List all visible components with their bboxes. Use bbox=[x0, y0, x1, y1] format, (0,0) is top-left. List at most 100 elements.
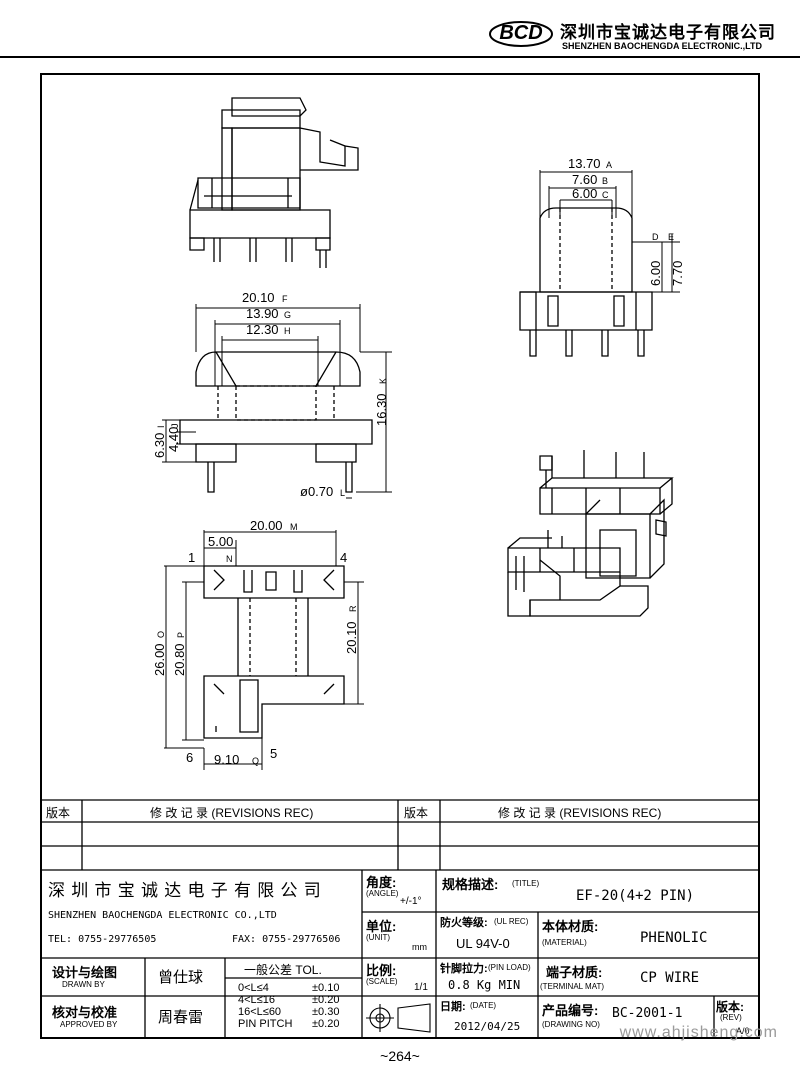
marker-c: C bbox=[602, 190, 609, 200]
tb-terminal-label: 端子材质: bbox=[546, 965, 603, 980]
dim-26-00: 26.00 bbox=[152, 643, 167, 676]
pin-label-4: 4 bbox=[340, 550, 347, 565]
marker-b: B bbox=[602, 176, 608, 186]
tb-terminal-value: CP WIRE bbox=[640, 970, 700, 986]
dim-pin-dia: ø0.70 bbox=[300, 484, 333, 499]
tb-approve-en: APPROVED BY bbox=[60, 1020, 118, 1029]
dim-7-70: 7.70 bbox=[670, 261, 685, 286]
marker-q: Q bbox=[252, 756, 259, 766]
tb-material-label: 本体材质: bbox=[542, 919, 599, 934]
tol-range-2: 16<L≤60 bbox=[238, 1006, 282, 1018]
tb-date-en: (DATE) bbox=[470, 1001, 497, 1010]
marker-n: N bbox=[226, 554, 233, 564]
pin-label-5: 5 bbox=[270, 746, 277, 761]
drawing-frame bbox=[40, 73, 760, 1039]
tb-scale-en: (SCALE) bbox=[366, 977, 398, 986]
iso-view-top bbox=[189, 97, 359, 268]
tol-value-2: ±0.30 bbox=[312, 1006, 340, 1018]
revisions-table bbox=[40, 799, 760, 871]
tb-drawno-value: BC-2001-1 bbox=[612, 1006, 683, 1021]
tb-fire-label: 防火等级: bbox=[440, 917, 488, 929]
tol-range-3: PIN PITCH bbox=[238, 1018, 293, 1030]
tol-range-1: 4<L≤16 bbox=[238, 994, 275, 1006]
front-view bbox=[179, 351, 373, 493]
marker-l: L bbox=[340, 488, 345, 498]
tb-angle-en: (ANGLE) bbox=[366, 889, 399, 898]
marker-f: F bbox=[282, 294, 288, 304]
tb-date-value: 2012/04/25 bbox=[454, 1020, 521, 1033]
dim-16-30: 16.30 bbox=[374, 393, 389, 426]
dim-6-30: 6.30 bbox=[152, 433, 167, 458]
marker-j: J bbox=[170, 424, 180, 429]
iso-view-bottom bbox=[507, 450, 674, 617]
tb-scale-label: 比例: bbox=[366, 963, 397, 978]
tb-pinload-label: 针脚拉力: bbox=[440, 963, 488, 975]
dim-6-00-d: 6.00 bbox=[648, 261, 663, 286]
tb-pinload-en: (PIN LOAD) bbox=[488, 963, 531, 972]
tb-angle-label: 角度: bbox=[366, 875, 397, 890]
header-company-en: SHENZHEN BAOCHENGDA ELECTRONIC.,LTD bbox=[562, 41, 762, 51]
tb-rev-label: 版本: bbox=[716, 1000, 744, 1014]
rev-col-ver-right: 版本 bbox=[404, 806, 429, 820]
top-view bbox=[203, 565, 345, 739]
rev-col-ver-left: 版本 bbox=[46, 806, 71, 820]
dim-9-10: 9.10 bbox=[214, 752, 239, 767]
side-view-dims bbox=[539, 170, 680, 293]
tb-angle-value: +/-1° bbox=[400, 896, 422, 907]
tb-fire-value: UL 94V-0 bbox=[456, 936, 510, 951]
tol-value-0: ±0.10 bbox=[312, 982, 340, 994]
marker-m: M bbox=[290, 522, 298, 532]
dim-7-60: 7.60 bbox=[572, 172, 597, 187]
company-logo: BCD bbox=[489, 21, 553, 47]
dim-4-40: 4.40 bbox=[166, 427, 181, 452]
dim-20-00: 20.00 bbox=[250, 518, 283, 533]
tol-value-3: ±0.20 bbox=[312, 1018, 340, 1030]
tb-unit-en: (UNIT) bbox=[366, 933, 390, 942]
tb-approve-name: 周春雷 bbox=[158, 1010, 204, 1026]
front-view-dims bbox=[162, 304, 392, 499]
tb-terminal-en: (TERMINAL MAT) bbox=[540, 982, 604, 991]
tb-tolerance-ranges: 0<L≤4 4<L≤16 16<L≤60 PIN PITCH bbox=[238, 982, 292, 1030]
tb-unit-label: 单位: bbox=[366, 919, 397, 934]
marker-d: D bbox=[652, 232, 659, 242]
tb-design-name: 曾仕球 bbox=[158, 970, 204, 986]
dim-20-10: 20.10 bbox=[242, 290, 275, 305]
title-block bbox=[40, 870, 760, 1039]
tb-date-label: 日期: bbox=[440, 1001, 466, 1013]
header-company-cn: 深圳市宝诚达电子有限公司 bbox=[560, 23, 776, 42]
page-number: ~264~ bbox=[380, 1048, 420, 1064]
dim-12-30: 12.30 bbox=[246, 322, 279, 337]
tb-company-en: SHENZHEN BAOCHENGDA ELECTRONIC CO.,LTD bbox=[48, 910, 277, 921]
tb-tel: TEL: 0755-29776505 bbox=[48, 934, 157, 945]
top-view-dims bbox=[164, 530, 364, 770]
tb-company-cn: 深 圳 市 宝 诚 达 电 子 有 限 公 司 bbox=[48, 881, 322, 900]
tb-title-label: 规格描述: bbox=[442, 877, 499, 892]
tb-design-label: 设计与绘图 bbox=[52, 965, 118, 980]
tb-drawno-en: (DRAWING NO) bbox=[542, 1020, 600, 1029]
logo-text: BCD bbox=[499, 22, 542, 44]
tb-fire-en: (UL REC) bbox=[494, 917, 529, 926]
side-view-right bbox=[519, 207, 653, 357]
tb-drawno-label: 产品编号: bbox=[542, 1003, 599, 1018]
dim-20-80: 20.80 bbox=[172, 643, 187, 676]
marker-r: R bbox=[348, 605, 358, 612]
dim-20-10-r: 20.10 bbox=[344, 621, 359, 654]
tol-range-0: 0<L≤4 bbox=[238, 982, 269, 994]
tb-title-en: (TITLE) bbox=[512, 879, 540, 888]
tb-title-value: EF-20(4+2 PIN) bbox=[576, 888, 695, 904]
tb-fax: FAX: 0755-29776506 bbox=[232, 934, 341, 945]
tol-value-1: ±0.20 bbox=[312, 994, 340, 1006]
dim-13-70: 13.70 bbox=[568, 156, 601, 171]
pin-label-1: 1 bbox=[188, 550, 195, 565]
marker-k: K bbox=[378, 378, 388, 384]
rev-col-rec-right: 修 改 记 录 (REVISIONS REC) bbox=[498, 806, 662, 820]
tb-unit-value: mm bbox=[412, 942, 427, 952]
dim-5-00: 5.00 bbox=[208, 534, 233, 549]
marker-o: O bbox=[156, 631, 166, 638]
dim-6-00-c: 6.00 bbox=[572, 186, 597, 201]
watermark: www.ahjisheng.com bbox=[619, 1024, 778, 1041]
marker-e: E bbox=[668, 232, 674, 242]
marker-i: I bbox=[156, 425, 166, 428]
dim-13-90: 13.90 bbox=[246, 306, 279, 321]
